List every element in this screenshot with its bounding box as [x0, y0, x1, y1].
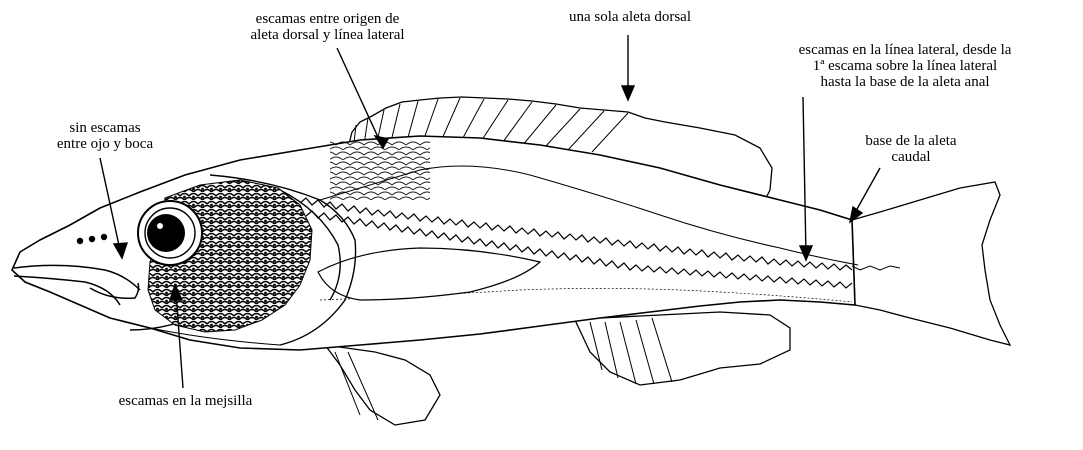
pelvic-fin	[325, 345, 440, 425]
label-cheek-scales: escamas en la mejsilla	[78, 393, 293, 409]
caudal-fin	[852, 182, 1010, 345]
anal-fin	[575, 312, 790, 385]
label-no-scales-eye-mouth: sin escamas entre ojo y boca	[20, 120, 190, 152]
label-caudal-fin-base: base de la aleta caudal	[836, 133, 986, 165]
label-lateral-line-scales: escamas en la línea lateral, desde la 1ª…	[735, 42, 1075, 90]
label-dorsal-origin-scales: escamas entre origen de aleta dorsal y l…	[205, 11, 450, 43]
label-single-dorsal-fin: una sola aleta dorsal	[530, 9, 730, 25]
eye	[138, 201, 202, 265]
